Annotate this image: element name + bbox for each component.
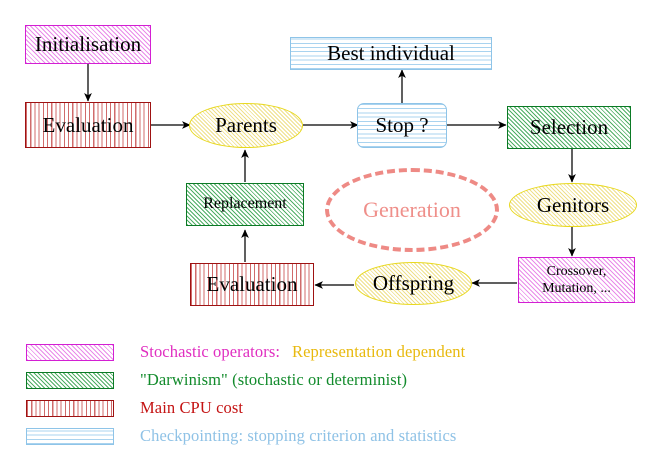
- node-evaluation-top-label: Evaluation: [42, 112, 134, 137]
- node-stop-label: Stop ?: [375, 113, 429, 138]
- node-replacement[interactable]: Replacement: [186, 183, 304, 226]
- node-stop[interactable]: Stop ?: [357, 103, 447, 148]
- node-crossover-mutation[interactable]: Crossover, Mutation, ...: [518, 257, 635, 303]
- node-selection[interactable]: Selection: [507, 106, 631, 149]
- node-genitors-label: Genitors: [536, 192, 610, 217]
- legend-swatch-magenta: [26, 343, 114, 361]
- node-best-individual[interactable]: Best individual: [290, 37, 492, 70]
- legend-label-main-cpu-cost: Main CPU cost: [140, 398, 244, 417]
- legend: Stochastic operators: Representation dep…: [0, 336, 662, 456]
- legend-item-checkpointing: Checkpointing: stopping criterion and st…: [26, 426, 456, 446]
- node-genitors[interactable]: Genitors: [509, 183, 637, 227]
- legend-label-representation-dependent: Representation dependent: [292, 342, 466, 361]
- legend-swatch-blue: [26, 427, 114, 445]
- legend-label-darwinism: "Darwinism" (stochastic or determinist): [140, 370, 408, 389]
- node-evaluation-bottom-label: Evaluation: [206, 272, 298, 297]
- legend-item-stochastic-operators: Stochastic operators: Representation dep…: [26, 342, 465, 362]
- legend-item-darwinism: "Darwinism" (stochastic or determinist): [26, 370, 407, 390]
- node-generation-label: Generation: [363, 197, 461, 222]
- legend-label-checkpointing: Checkpointing: stopping criterion and st…: [140, 426, 457, 445]
- node-initialisation[interactable]: Initialisation: [25, 25, 151, 64]
- node-parents[interactable]: Parents: [189, 103, 303, 148]
- legend-swatch-green: [26, 371, 114, 389]
- node-evaluation-bottom[interactable]: Evaluation: [190, 263, 314, 306]
- node-generation: Generation: [325, 168, 499, 252]
- node-best-individual-label: Best individual: [327, 41, 455, 66]
- node-evaluation-top[interactable]: Evaluation: [25, 102, 151, 148]
- legend-item-main-cpu-cost: Main CPU cost: [26, 398, 243, 418]
- node-offspring-label: Offspring: [372, 271, 455, 296]
- node-crossover-mutation-label: Crossover, Mutation, ...: [542, 263, 611, 297]
- node-replacement-label: Replacement: [203, 195, 287, 213]
- node-initialisation-label: Initialisation: [34, 32, 142, 57]
- legend-label-stochastic-operators: Stochastic operators:: [140, 342, 281, 361]
- node-selection-label: Selection: [529, 115, 609, 140]
- legend-swatch-red: [26, 399, 114, 417]
- node-offspring[interactable]: Offspring: [355, 262, 472, 305]
- node-parents-label: Parents: [215, 113, 277, 138]
